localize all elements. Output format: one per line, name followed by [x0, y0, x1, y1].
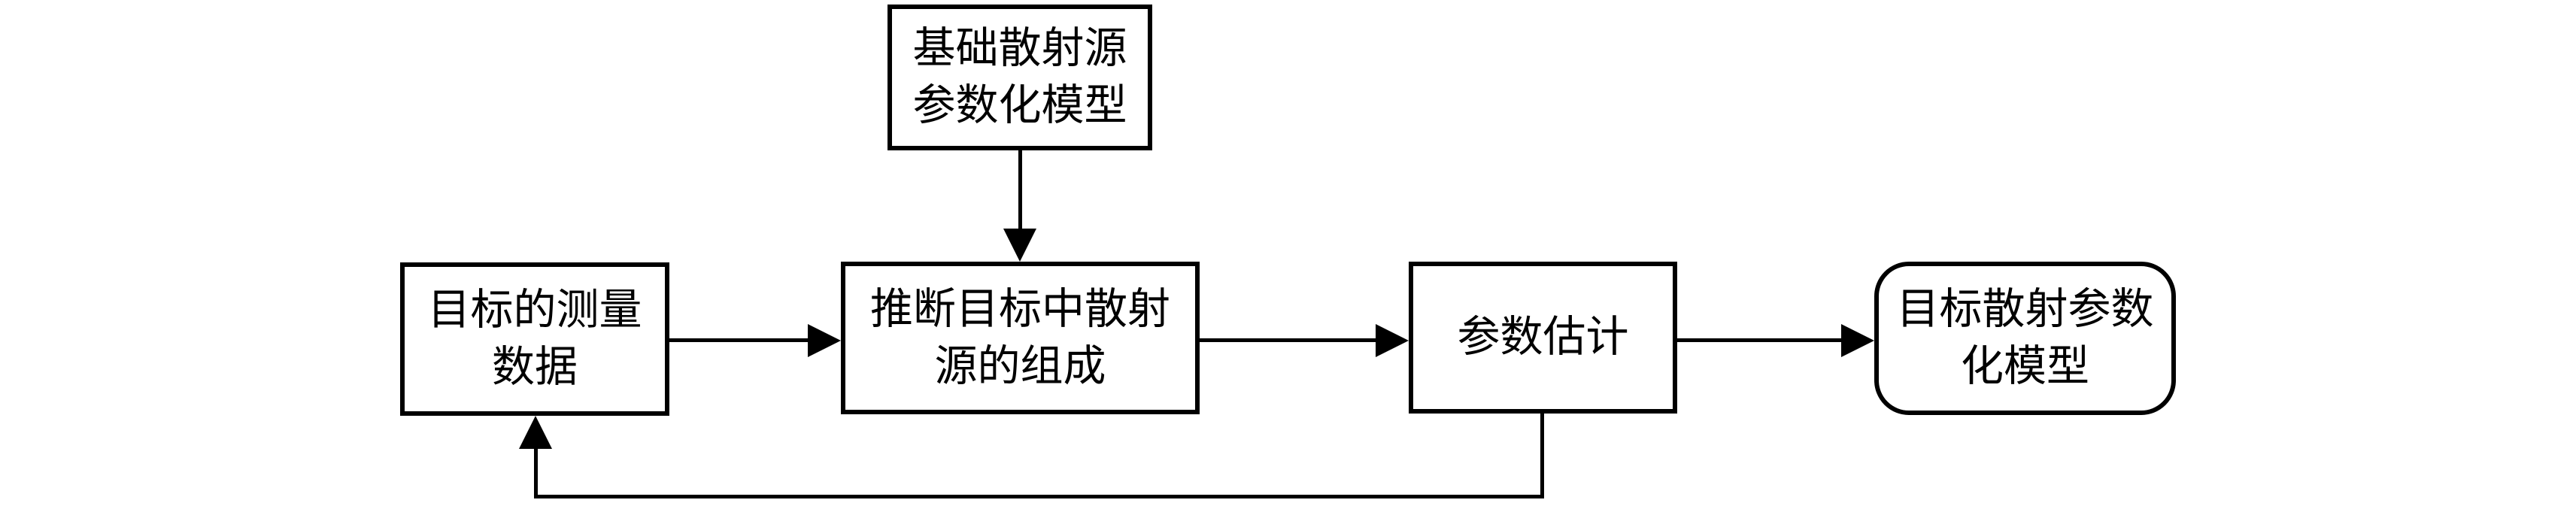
connector-infer-to-estimation-line: [1200, 338, 1380, 342]
feedback-loop-bottom-line: [534, 495, 1544, 498]
node-target-model-label: 目标散射参数 化模型: [1896, 286, 2154, 390]
connector-estimation-to-model-line: [1677, 338, 1846, 342]
arrowhead-up-icon: [519, 416, 552, 449]
arrowhead-right-icon: [1841, 324, 1874, 357]
connector-data-to-infer-line: [669, 338, 812, 342]
node-param-estimation-label: 参数估计: [1457, 314, 1629, 361]
node-measured-data-label: 目标的测量 数据: [427, 286, 642, 391]
arrowhead-right-icon: [808, 324, 841, 357]
node-base-scattering-source-parametric-model: 基础散射源 参数化模型: [887, 5, 1152, 150]
node-infer-sources-label: 推断目标中散射 源的组成: [870, 285, 1170, 390]
feedback-loop-descending-line: [1540, 414, 1544, 498]
node-base-model-label: 基础散射源 参数化模型: [912, 25, 1127, 129]
arrowhead-right-icon: [1376, 324, 1409, 357]
connector-base-to-infer-line: [1018, 150, 1022, 232]
node-infer-scattering-source-composition: 推断目标中散射 源的组成: [841, 262, 1200, 414]
node-target-scattering-parametric-model: 目标散射参数 化模型: [1874, 262, 2176, 415]
node-target-measurement-data: 目标的测量 数据: [400, 262, 669, 416]
node-parameter-estimation: 参数估计: [1409, 262, 1677, 414]
arrowhead-down-icon: [1003, 229, 1036, 262]
feedback-loop-ascending-line: [534, 447, 538, 498]
